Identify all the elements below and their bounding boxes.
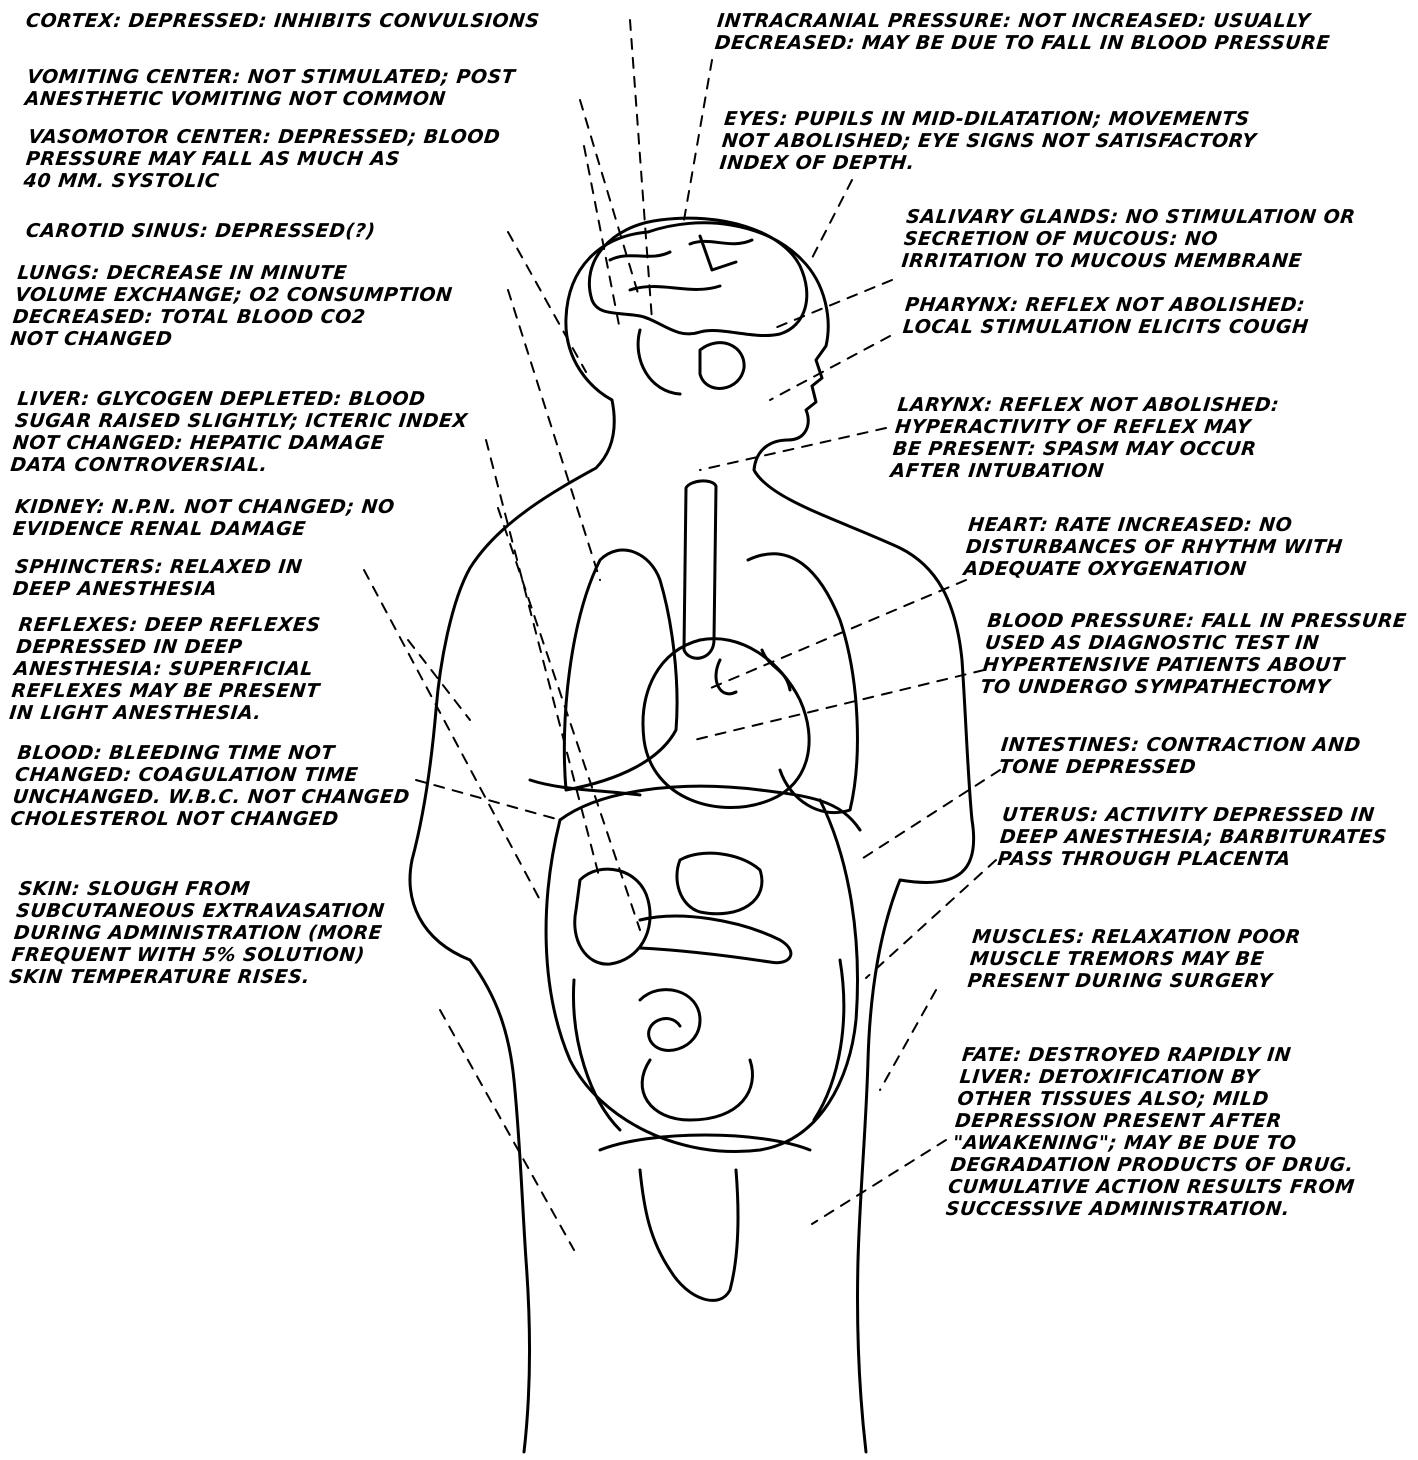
body-outline	[410, 223, 974, 1452]
brain-drawing	[589, 218, 806, 394]
label-blood: BLOOD: BLEEDING TIME NOT CHANGED: COAGUL…	[9, 742, 415, 830]
label-blood-pressure: BLOOD PRESSURE: FALL IN PRESSURE USED AS…	[979, 610, 1407, 698]
label-heart: HEART: RATE INCREASED: NO DISTURBANCES O…	[963, 514, 1347, 580]
thorax-organs	[560, 481, 860, 830]
label-salivary-glands: SALIVARY GLANDS: NO STIMULATION OR SECRE…	[901, 206, 1357, 272]
abdomen-organs	[573, 853, 843, 1150]
label-lungs: LUNGS: DECREASE IN MINUTE VOLUME EXCHANG…	[9, 262, 455, 350]
label-sphincters: SPHINCTERS: RELAXED IN DEEP ANESTHESIA	[12, 556, 304, 600]
leader-lines	[364, 20, 1000, 1250]
label-liver: LIVER: GLYCOGEN DEPLETED: BLOOD SUGAR RA…	[9, 388, 471, 476]
label-skin: SKIN: SLOUGH FROM SUBCUTANEOUS EXTRAVASA…	[8, 878, 388, 988]
label-vasomotor-center: VASOMOTOR CENTER: DEPRESSED; BLOOD PRESS…	[23, 126, 502, 192]
label-vomiting-center: VOMITING CENTER: NOT STIMULATED; POST AN…	[24, 66, 517, 110]
label-reflexes: REFLEXES: DEEP REFLEXES DEPRESSED IN DEE…	[8, 614, 328, 724]
label-carotid-sinus: CAROTID SINUS: DEPRESSED(?)	[25, 220, 377, 242]
label-kidney: KIDNEY: N.P.N. NOT CHANGED; NO EVIDENCE …	[12, 496, 396, 540]
label-intracranial-pressure: INTRACRANIAL PRESSURE: NOT INCREASED: US…	[714, 10, 1334, 54]
label-intestines: INTESTINES: CONTRACTION AND TONE DEPRESS…	[998, 734, 1362, 778]
label-muscles: MUSCLES: RELAXATION POOR MUSCLE TREMORS …	[967, 926, 1302, 992]
label-larynx: LARYNX: REFLEX NOT ABOLISHED: HYPERACTIV…	[889, 394, 1280, 482]
label-fate: FATE: DESTROYED RAPIDLY IN LIVER: DETOXI…	[945, 1044, 1370, 1220]
label-cortex: CORTEX: DEPRESSED: INHIBITS CONVULSIONS	[25, 10, 541, 32]
label-pharynx: PHARYNX: REFLEX NOT ABOLISHED: LOCAL STI…	[902, 294, 1312, 338]
label-uterus: UTERUS: ACTIVITY DEPRESSED IN DEEP ANEST…	[997, 804, 1391, 870]
label-eyes: EYES: PUPILS IN MID-DILATATION; MOVEMENT…	[719, 108, 1260, 174]
